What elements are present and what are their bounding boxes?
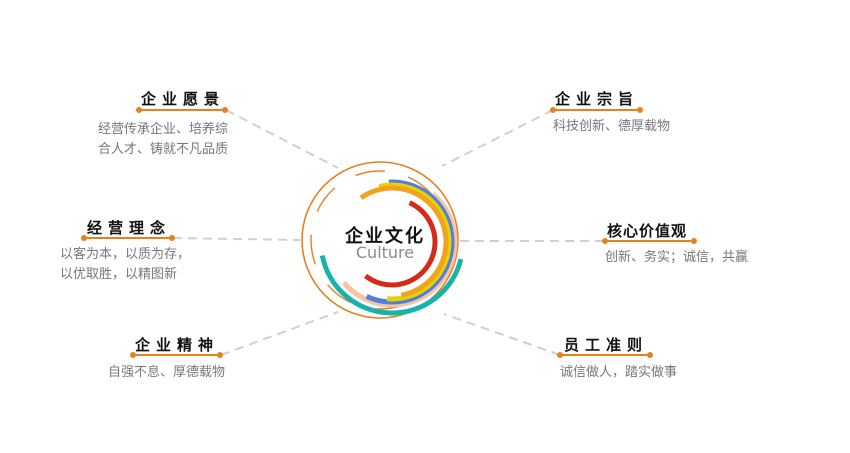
- teal-arc: [319, 255, 464, 316]
- vision-desc: 经营传承企业、培养综 合人才、铸就不凡品质: [98, 120, 228, 160]
- rules-desc-line: 诚信做人，踏实做事: [560, 365, 678, 380]
- connector-philosophy: [172, 237, 301, 241]
- red-arc: [363, 200, 438, 288]
- rules-desc: 诚信做人，踏实做事: [560, 363, 677, 383]
- values-desc: 创新、务实；诚信，共赢: [605, 248, 748, 268]
- center-title: 企业文化: [345, 226, 425, 247]
- philosophy-desc-line: 以优取胜，以精图新: [60, 267, 178, 282]
- spirit-desc: 自强不息、厚德载物: [108, 363, 225, 383]
- philosophy-desc-line: 以客为本，以质为存，: [60, 247, 191, 262]
- connector-vision: [225, 109, 339, 169]
- connector-rules: [443, 313, 561, 356]
- blue-arc: [365, 179, 455, 305]
- spirit-title: 企业精神: [135, 336, 220, 354]
- center-subtitle: Culture: [355, 243, 415, 262]
- connector-purpose: [441, 109, 554, 167]
- orange-arc: [359, 185, 449, 298]
- purpose-desc-line: 科技创新、德厚载物: [553, 119, 671, 134]
- outer-ring: [301, 161, 459, 319]
- spirit-desc-line: 自强不息、厚德载物: [108, 365, 226, 380]
- vision-desc-line: 合人才、铸就不凡品质: [98, 142, 229, 157]
- rules-title: 员工准则: [564, 336, 649, 354]
- peach-arc: [341, 191, 458, 308]
- vision-desc-line: 经营传承企业、培养综: [98, 122, 229, 137]
- values-title: 核心价值观: [607, 222, 688, 240]
- philosophy-title: 经营理念: [87, 219, 172, 237]
- purpose-title: 企业宗旨: [555, 90, 640, 108]
- philosophy-desc: 以客为本，以质为存， 以优取胜，以精图新: [60, 245, 190, 285]
- values-desc-line: 创新、务实；诚信，共赢: [605, 250, 749, 265]
- purpose-desc: 科技创新、德厚载物: [553, 117, 670, 137]
- vision-title: 企业愿景: [141, 90, 226, 108]
- connector-spirit: [220, 311, 339, 356]
- yellow-arc: [378, 182, 452, 302]
